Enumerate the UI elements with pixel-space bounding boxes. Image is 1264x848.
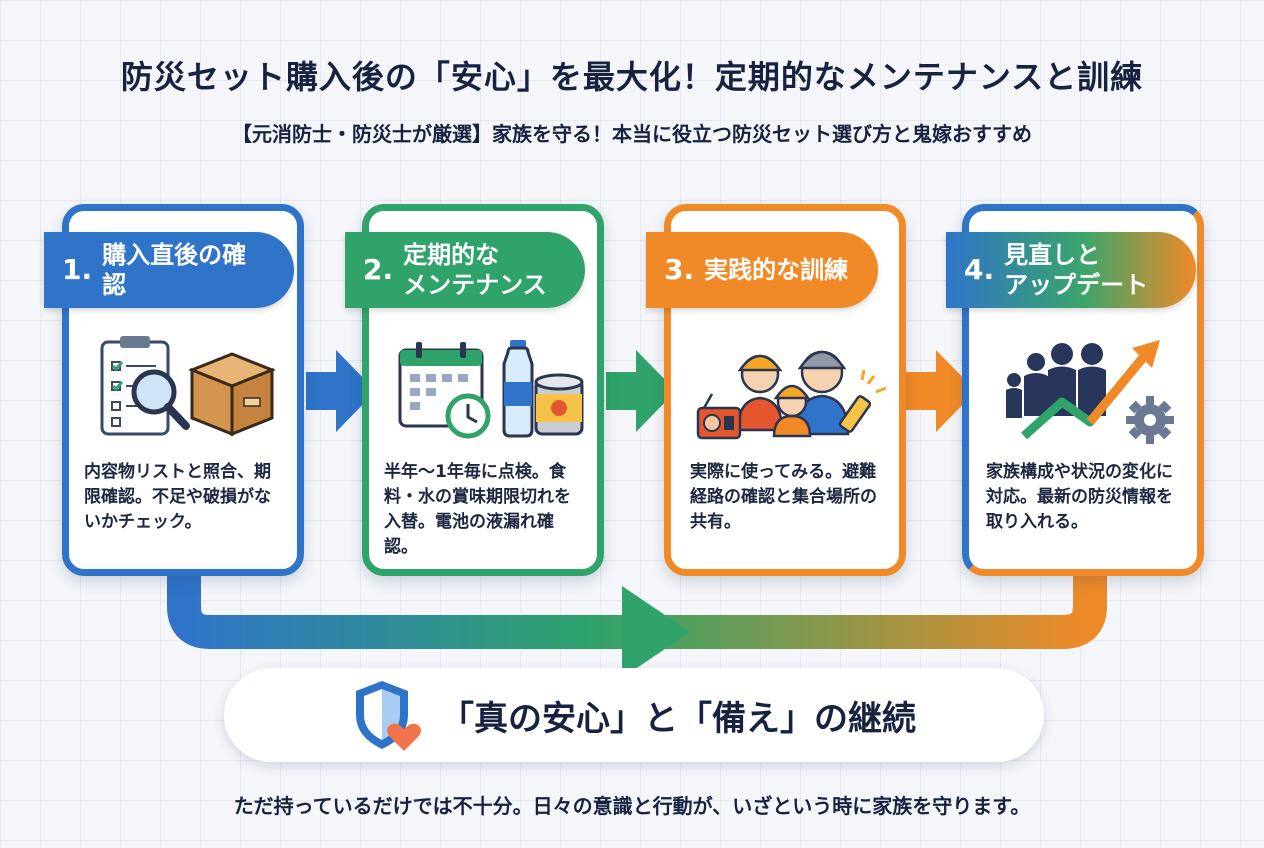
box-icon <box>187 352 277 437</box>
step-2-icons <box>398 340 584 439</box>
step-description-3: 実際に使ってみる。避難経路の確認と集合場所の共有。 <box>690 462 877 532</box>
step-number: 3. <box>664 253 695 286</box>
radio-icon <box>696 393 742 440</box>
gear-icon <box>1126 396 1174 444</box>
footer-message: ただ持っているだけでは不十分。日々の意識と行動が、いざという時に家族を守ります。 <box>233 794 1031 818</box>
step-title-line: 見直しと <box>1004 241 1101 269</box>
calendar-icon <box>398 342 491 439</box>
magnifier-icon <box>131 369 190 430</box>
step-number: 4. <box>964 253 995 286</box>
banner-text: 「真の安心」と「備え」の継続 <box>440 698 916 739</box>
step-description-1: 内容物リストと照合、期限確認。不足や破損がないかチェック。 <box>84 462 271 532</box>
step-title-line: アップデート <box>1004 271 1149 299</box>
family-icon <box>1006 343 1106 418</box>
step-badge-2: 2. 定期的な メンテナンス <box>345 232 585 308</box>
step-title-line: 定期的な <box>403 241 500 269</box>
step-arrow-3 <box>906 350 976 432</box>
shield-heart-icon <box>356 681 421 751</box>
canned-food-icon <box>534 373 584 436</box>
step-number: 1. <box>62 253 93 286</box>
step-arrow-2 <box>606 350 676 432</box>
water-bottle-icon <box>502 340 534 438</box>
step-number: 2. <box>363 253 394 286</box>
step-title-line: メンテナンス <box>403 271 547 299</box>
step-title: 実践的な訓練 <box>704 256 849 284</box>
step-badge-4: 4. 見直しと アップデート <box>946 232 1196 308</box>
step-description-4: 家族構成や状況の変化に対応。最新の防災情報を取り入れる。 <box>986 462 1173 532</box>
growth-arrow-icon <box>1020 340 1160 440</box>
step-1-icons <box>100 336 277 437</box>
step-badge-3: 3. 実践的な訓練 <box>646 232 878 308</box>
step-arrow-1 <box>306 350 376 432</box>
step-badge-1: 1. 購入直後の確認 <box>44 232 294 308</box>
conclusion-banner: 「真の安心」と「備え」の継続 <box>224 668 1044 762</box>
page-subtitle: 【元消防士・防災士が厳選】家族を守る！本当に役立つ防災セット選び方と鬼嫁おすすめ <box>232 122 1032 146</box>
page-title: 防災セット購入後の「安心」を最大化！定期的なメンテナンスと訓練 <box>120 58 1144 96</box>
step-description-2: 半年〜1年毎に点検。食料・水の賞味期限切れを入替。電池の液漏れ確認。 <box>384 462 571 557</box>
loop-arrow-head <box>622 586 690 678</box>
flashlight-icon <box>838 369 887 433</box>
step-4-icons <box>1006 340 1174 444</box>
family-helmet-icon <box>736 350 850 438</box>
step-title: 購入直後の確認 <box>102 241 247 299</box>
step-3-icons <box>696 350 887 440</box>
